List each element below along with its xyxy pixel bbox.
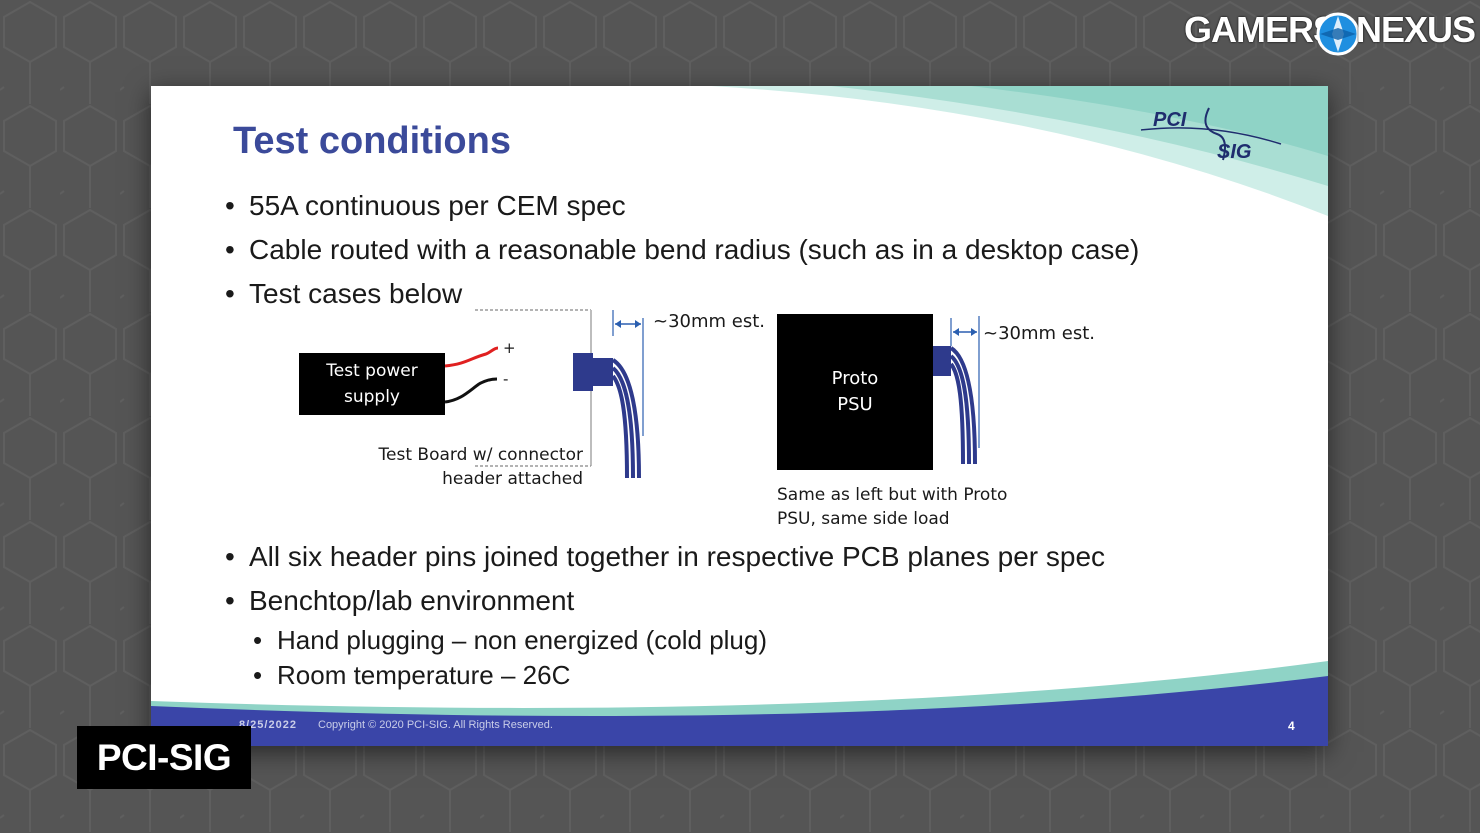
pci-sig-logo-bottom: SIG (1217, 141, 1251, 163)
slide-decoration (151, 86, 1328, 746)
test-board-caption: Test Board w/ connector header attached (378, 445, 583, 489)
gamers-nexus-wordmark-right: NEXUS (1356, 9, 1476, 50)
presentation-slide: Test conditions PCI SIG 55A continuous p… (151, 86, 1328, 746)
slide-page-number: 4 (1288, 719, 1295, 733)
bullet-item: All six header pins joined together in r… (221, 535, 1105, 579)
bullet-item: 55A continuous per CEM spec (221, 184, 1139, 228)
bullet-item: Cable routed with a reasonable bend radi… (221, 228, 1139, 272)
pci-sig-logo-top: PCI (1153, 109, 1187, 131)
proto-psu-caption: Same as left but with Proto PSU, same si… (777, 485, 1008, 529)
footer-date: 8/25/2022 (239, 719, 297, 731)
gamers-nexus-wordmark-left: GAMERS (1184, 9, 1337, 50)
proto-psu-label: Proto PSU (831, 368, 879, 415)
dimension-label-left: ~30mm est. (653, 311, 766, 332)
source-label: PCI-SIG (77, 726, 251, 789)
bullet-list-bottom: All six header pins joined together in r… (221, 535, 1105, 693)
slide-footer: 8/25/2022 Copyright © 2020 PCI-SIG. All … (151, 701, 1328, 746)
plus-terminal-label: + (503, 339, 516, 357)
test-power-supply-label: Test power supply (326, 361, 418, 407)
proto-psu-box: Proto PSU (777, 314, 933, 470)
pci-sig-logo: PCI SIG (1140, 107, 1282, 163)
globe-icon (1316, 12, 1360, 56)
sub-bullet-item: Room temperature – 26C (221, 658, 1105, 693)
test-power-supply-box: Test power supply (299, 353, 445, 415)
sub-bullet-item: Hand plugging – non energized (cold plug… (221, 623, 1105, 658)
minus-terminal-label: - (503, 370, 509, 388)
dimension-label-right: ~30mm est. (983, 323, 1096, 344)
slide-title: Test conditions (233, 120, 511, 162)
bullet-item: Test cases below (221, 272, 1139, 316)
gamers-nexus-logo: GAMERS NEXUS (1180, 8, 1476, 68)
test-case-diagram: Test power supply + - Test Board w/ conn… (151, 296, 1328, 546)
footer-copyright: Copyright © 2020 PCI-SIG. All Rights Res… (318, 719, 553, 731)
bullet-list-top: 55A continuous per CEM spec Cable routed… (221, 184, 1139, 316)
diagram-lines (444, 309, 980, 479)
bullet-item: Benchtop/lab environment (221, 579, 1105, 623)
